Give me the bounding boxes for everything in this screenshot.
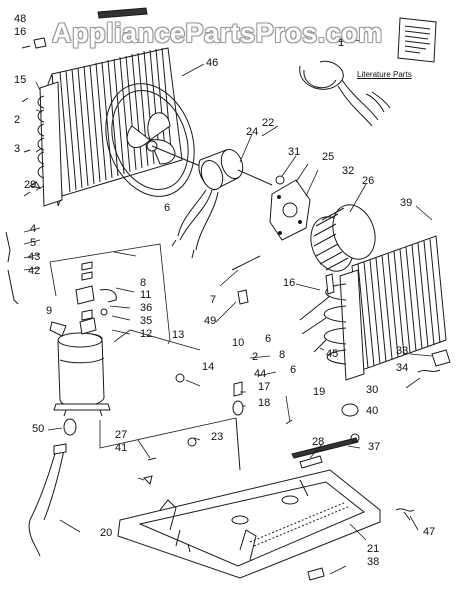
callout-16-evaporator: 16 xyxy=(283,277,296,289)
terminal-parts xyxy=(75,261,117,335)
callout-24: 24 xyxy=(246,126,259,138)
callout-45: 45 xyxy=(326,348,339,360)
watermark-text: AppliancePartsPros.com xyxy=(52,18,383,48)
base-pan xyxy=(117,469,381,579)
leader-lines xyxy=(23,39,433,575)
callout-31: 31 xyxy=(288,146,301,158)
callout-2-b: 2 xyxy=(252,351,259,363)
literature-parts-caption: Literature Parts xyxy=(357,70,412,79)
nut xyxy=(275,175,285,185)
callout-11: 11 xyxy=(140,289,152,301)
callout-14: 14 xyxy=(202,361,215,373)
callout-19: 19 xyxy=(313,386,326,398)
callout-18: 18 xyxy=(258,397,271,409)
callout-8-b: 8 xyxy=(279,349,286,361)
callout-12: 12 xyxy=(140,328,153,340)
callout-4: 4 xyxy=(30,223,37,235)
callout-33: 33 xyxy=(396,345,409,357)
compressor xyxy=(49,321,111,417)
callout-28: 28 xyxy=(312,436,325,448)
callout-13: 13 xyxy=(172,329,185,341)
fan-shroud xyxy=(105,83,206,197)
callout-27: 27 xyxy=(115,429,128,441)
callout-5: 5 xyxy=(30,237,37,249)
fan-motor xyxy=(171,148,273,259)
callout-10: 10 xyxy=(232,337,245,349)
callout-37: 37 xyxy=(368,441,381,453)
callout-25: 25 xyxy=(322,151,335,163)
callout-1: 1 xyxy=(338,37,345,49)
evaporator-coil xyxy=(299,235,447,381)
power-cord xyxy=(28,443,67,557)
drain-strip xyxy=(291,437,359,459)
callout-26: 26 xyxy=(362,175,375,187)
capacitor-strap xyxy=(299,60,391,127)
small-bracket xyxy=(33,37,47,49)
callout-9: 9 xyxy=(46,305,53,317)
callout-3: 3 xyxy=(14,143,21,155)
callout-41: 41 xyxy=(115,442,128,454)
callout-6: 6 xyxy=(164,202,171,214)
top-seal-strip xyxy=(97,7,148,19)
literature-parts-sheet xyxy=(397,17,437,63)
callout-32: 32 xyxy=(342,165,355,177)
misc-small-parts xyxy=(5,45,415,581)
callout-17: 17 xyxy=(258,381,271,393)
callout-44: 44 xyxy=(254,368,267,380)
callout-48: 48 xyxy=(14,13,27,25)
callout-36: 36 xyxy=(140,302,153,314)
callout-16: 16 xyxy=(14,26,27,38)
callout-22: 22 xyxy=(262,117,275,129)
callout-20: 20 xyxy=(100,527,113,539)
callout-21: 21 xyxy=(367,543,380,555)
callout-40: 40 xyxy=(366,405,379,417)
callout-30: 30 xyxy=(366,384,379,396)
blower-wheel xyxy=(310,204,376,272)
filter-drier xyxy=(431,349,451,367)
callout-29: 29 xyxy=(24,179,37,191)
callout-6-b: 6 xyxy=(265,333,272,345)
callout-43: 43 xyxy=(28,251,41,263)
callout-8: 8 xyxy=(140,277,147,289)
callout-42: 42 xyxy=(28,265,41,277)
callout-7: 7 xyxy=(210,294,217,306)
callout-49: 49 xyxy=(204,315,217,327)
callout-15: 15 xyxy=(14,74,27,86)
motor-mount-bracket xyxy=(269,179,311,241)
callout-50: 50 xyxy=(32,423,45,435)
clip xyxy=(417,369,441,373)
callout-38: 38 xyxy=(367,556,380,568)
callout-35: 35 xyxy=(140,315,153,327)
callout-6-c: 6 xyxy=(290,364,297,376)
callout-23: 23 xyxy=(211,431,224,443)
callout-47: 47 xyxy=(423,526,436,538)
callout-46: 46 xyxy=(206,57,219,69)
callout-2: 2 xyxy=(14,114,21,126)
callout-34: 34 xyxy=(396,362,409,374)
callout-39: 39 xyxy=(400,197,413,209)
